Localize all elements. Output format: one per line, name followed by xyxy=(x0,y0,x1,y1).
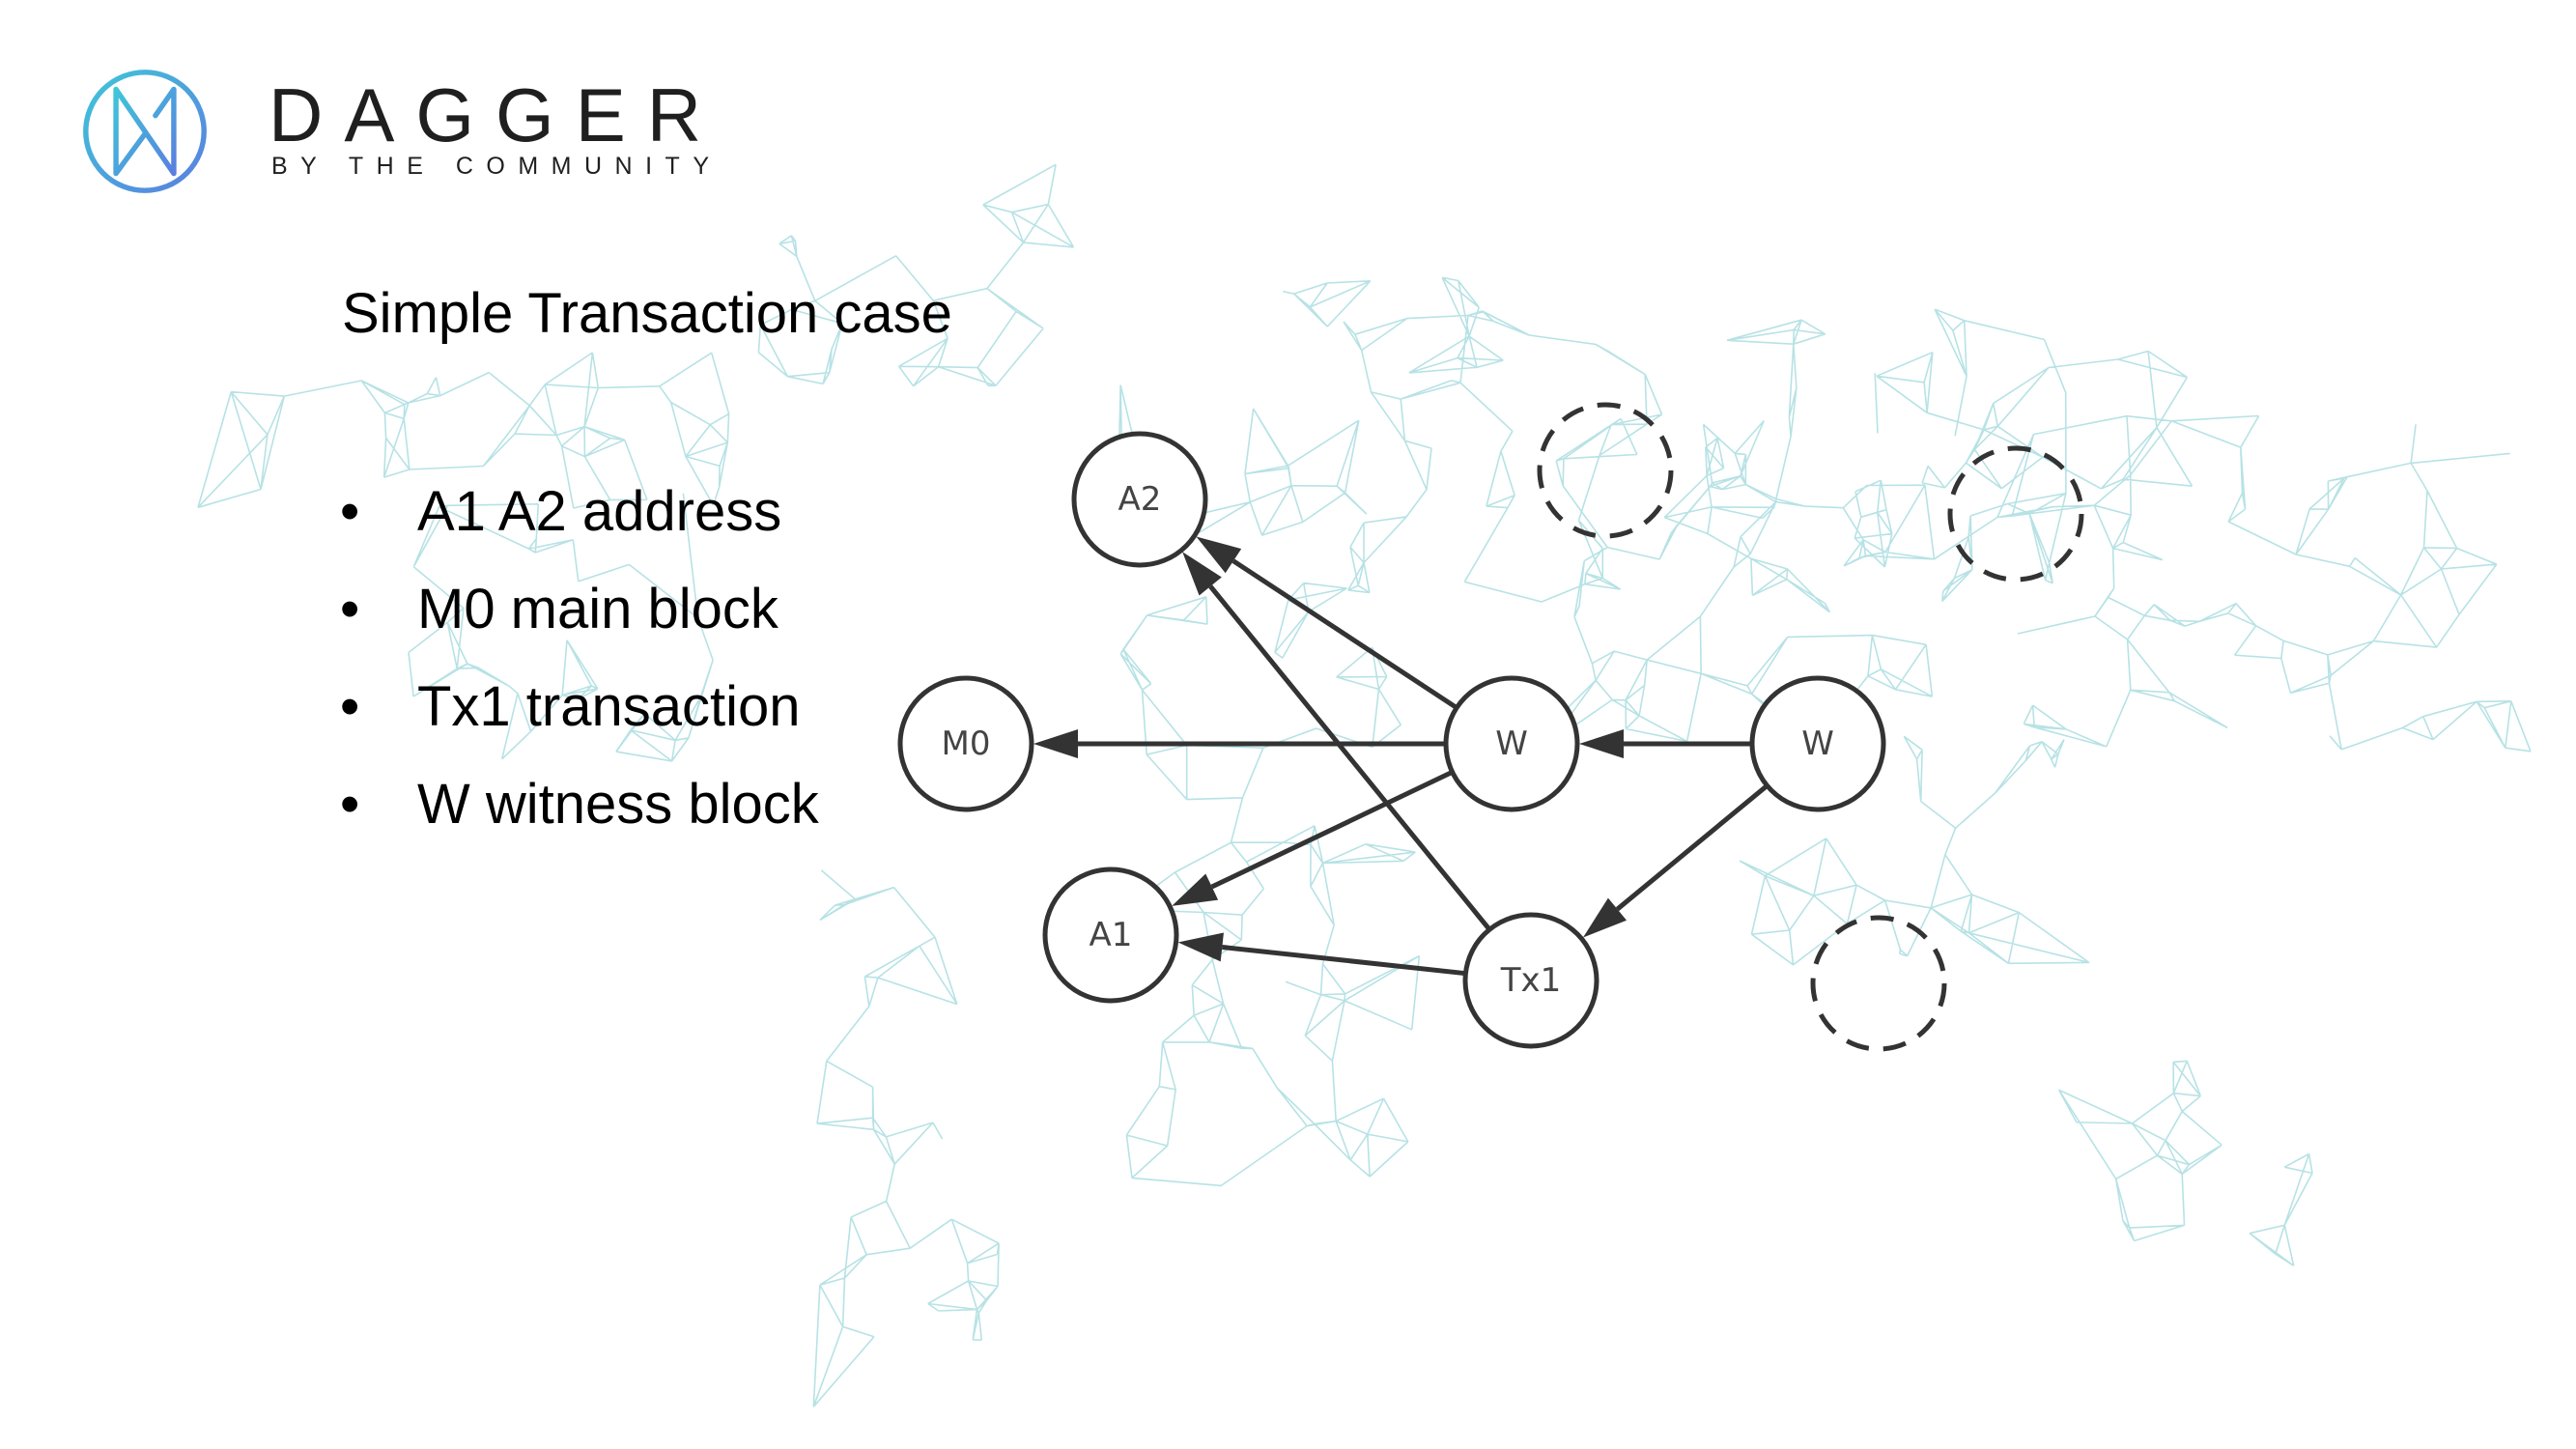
edge-tx1-to-a1 xyxy=(1222,944,1466,977)
brand-name: DAGGER xyxy=(269,72,723,157)
node-a1: A1 xyxy=(1042,867,1179,1004)
node-circle xyxy=(1071,431,1208,568)
legend-item-transaction: Tx1 transaction xyxy=(340,673,819,771)
edge-w2-to-tx1 xyxy=(1615,783,1769,912)
edge-layer xyxy=(1033,536,1769,977)
node-circle xyxy=(1443,675,1580,812)
node-label: A1 xyxy=(1090,916,1133,954)
legend-item-address: A1 A2 address xyxy=(340,478,819,576)
node-m0: M0 xyxy=(897,675,1034,812)
node-circle xyxy=(1462,912,1599,1049)
arrowhead-w2-to-tx1 xyxy=(1582,897,1628,938)
edge-w1-to-a2 xyxy=(1231,558,1458,710)
edge-w1-to-a1 xyxy=(1210,770,1454,890)
placeholder-node-2 xyxy=(1947,445,2084,582)
arrowhead-w2-to-w1 xyxy=(1579,729,1624,758)
node-circle xyxy=(897,675,1034,812)
slide-title: Simple Transaction case xyxy=(342,282,952,345)
edge-tx1-to-a2 xyxy=(1208,584,1492,931)
dagger-logo-icon xyxy=(83,70,207,193)
arrowhead-w1-to-a1 xyxy=(1172,873,1219,906)
node-circle xyxy=(1749,675,1886,812)
legend-list: A1 A2 address M0 main block Tx1 transact… xyxy=(340,478,819,868)
legend-item-main-block: M0 main block xyxy=(340,576,819,673)
node-label: W xyxy=(1801,724,1834,763)
node-label: A2 xyxy=(1118,480,1162,519)
node-tx1: Tx1 xyxy=(1462,912,1599,1049)
node-circle xyxy=(1042,867,1179,1004)
node-label: Tx1 xyxy=(1500,961,1562,1000)
placeholder-node-3 xyxy=(1810,915,1947,1052)
arrowhead-tx1-to-a2 xyxy=(1182,552,1222,596)
placeholder-node-1 xyxy=(1537,402,1674,539)
arrowhead-w1-to-a2 xyxy=(1196,536,1242,574)
node-label: M0 xyxy=(942,724,991,763)
legend-item-witness-block: W witness block xyxy=(340,771,819,868)
arrowhead-w1-to-m0 xyxy=(1033,729,1078,758)
arrowhead-tx1-to-a1 xyxy=(1177,932,1224,962)
node-label: W xyxy=(1495,724,1528,763)
node-w1: W xyxy=(1443,675,1580,812)
node-w2: W xyxy=(1749,675,1886,812)
brand-tagline: BY THE COMMUNITY xyxy=(271,153,722,180)
node-a2: A2 xyxy=(1071,431,1208,568)
